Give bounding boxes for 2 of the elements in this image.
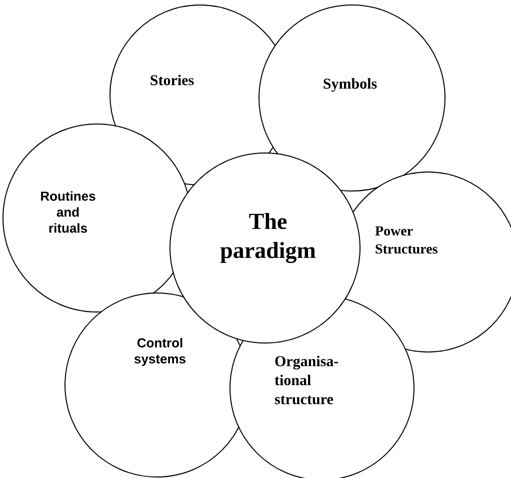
node-label: Power Structures: [375, 226, 438, 254]
node-label: Organisa-tional structure: [274, 356, 338, 404]
